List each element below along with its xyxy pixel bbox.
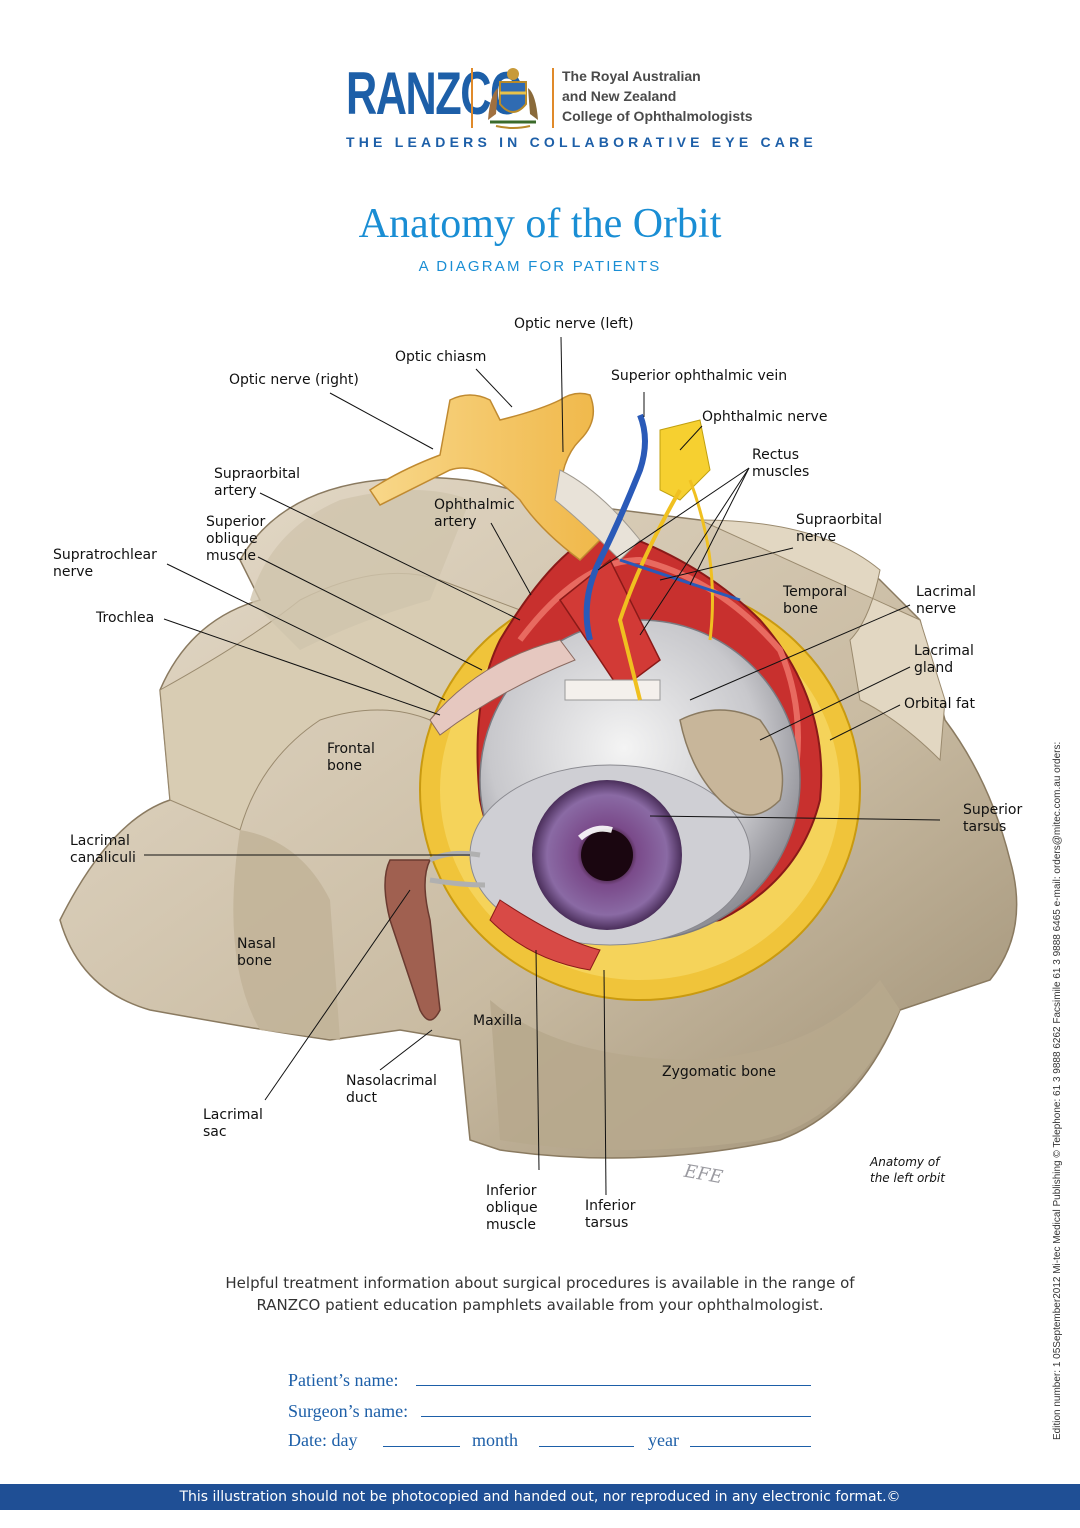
college-line: College of Ophthalmologists [562, 108, 753, 124]
label-superior-ophthalmic-vein: Superior ophthalmic vein [611, 368, 788, 384]
page-title: Anatomy of the Orbit [358, 201, 722, 247]
lacrimal-gland [679, 709, 784, 816]
info-line: Helpful treatment information about surg… [225, 1274, 855, 1292]
surgeon-name-label: Surgeon’s name: [288, 1401, 409, 1421]
date-month-field[interactable] [539, 1446, 634, 1447]
label-superior-oblique-muscle: Superior oblique muscle [206, 514, 266, 564]
label-frontal-bone: Frontal bone [327, 741, 375, 774]
date-year-field[interactable] [690, 1446, 811, 1447]
label-supraorbital-artery: Supraorbital artery [214, 466, 301, 499]
label-optic-nerve-left: Optic nerve (left) [514, 316, 634, 332]
label-trochlea: Trochlea [96, 610, 155, 626]
nasal-bone-shape [233, 830, 340, 1040]
patient-name-field[interactable] [416, 1385, 811, 1386]
label-ophthalmic-nerve: Ophthalmic nerve [702, 409, 828, 425]
logo-divider-2 [552, 68, 554, 128]
info-line: RANZCO patient education pamphlets avail… [256, 1296, 824, 1314]
logo-divider [471, 68, 473, 128]
roof-shadow [250, 490, 470, 650]
info-text: Helpful treatment information about surg… [0, 1272, 1080, 1316]
date-day-label: Date: day [288, 1430, 358, 1450]
zygomatic-bone-shape [490, 980, 900, 1150]
college-name: The Royal Australian and New Zealand Col… [562, 66, 753, 126]
label-rectus-muscles: Rectus muscles [752, 447, 810, 480]
date-day-field[interactable] [383, 1446, 460, 1447]
label-temporal-bone: Temporal bone [783, 584, 848, 617]
caption-anatomy-left-orbit: Anatomy of the left orbit [870, 1155, 945, 1185]
label-inferior-tarsus: Inferior tarsus [585, 1198, 636, 1231]
lacrimal-sac [384, 859, 441, 1021]
label-orbital-fat: Orbital fat [904, 696, 975, 712]
tagline: THE LEADERS IN COLLABORATIVE EYE CARE [346, 134, 817, 150]
label-nasal-bone: Nasal bone [237, 936, 276, 969]
date-year-label: year [648, 1430, 679, 1450]
label-supraorbital-nerve: Supraorbital nerve [796, 512, 883, 545]
page-subtitle: A DIAGRAM FOR PATIENTS [418, 258, 662, 275]
crest-icon [488, 68, 538, 129]
label-nasolacrimal-duct: Nasolacrimal duct [346, 1073, 437, 1106]
optic-chiasm [368, 392, 602, 561]
label-superior-tarsus: Superior tarsus [963, 802, 1023, 835]
date-month-label: month [472, 1430, 519, 1450]
label-optic-chiasm: Optic chiasm [395, 349, 487, 365]
label-zygomatic-bone: Zygomatic bone [662, 1064, 777, 1080]
label-inferior-oblique-muscle: Inferior oblique muscle [486, 1183, 538, 1233]
label-maxilla: Maxilla [473, 1013, 523, 1029]
label-lacrimal-sac: Lacrimal sac [203, 1107, 263, 1140]
label-supratrochlear-nerve: Supratrochlear nerve [53, 547, 157, 580]
label-ophthalmic-artery: Ophthalmic artery [434, 497, 515, 530]
pupil [581, 829, 633, 881]
label-lacrimal-gland: Lacrimal gland [914, 643, 974, 676]
label-optic-nerve-right: Optic nerve (right) [229, 372, 359, 388]
patient-name-label: Patient’s name: [288, 1370, 399, 1390]
orbit-illustration [59, 336, 1018, 1196]
leader-lines [144, 336, 941, 1196]
surgeon-name-field[interactable] [421, 1416, 811, 1417]
temporal-bone-slab [699, 519, 946, 762]
college-line: and New Zealand [562, 88, 677, 104]
frontal-bone-slab [159, 572, 521, 831]
label-lacrimal-nerve: Lacrimal nerve [916, 584, 976, 617]
copyright-footer: This illustration should not be photocop… [0, 1484, 1080, 1510]
edition-side-text: Edition number: 1 05September2012 Mi-tec… [1052, 741, 1063, 1440]
college-line: The Royal Australian [562, 68, 701, 84]
label-lacrimal-canaliculi: Lacrimal canaliculi [70, 833, 136, 866]
